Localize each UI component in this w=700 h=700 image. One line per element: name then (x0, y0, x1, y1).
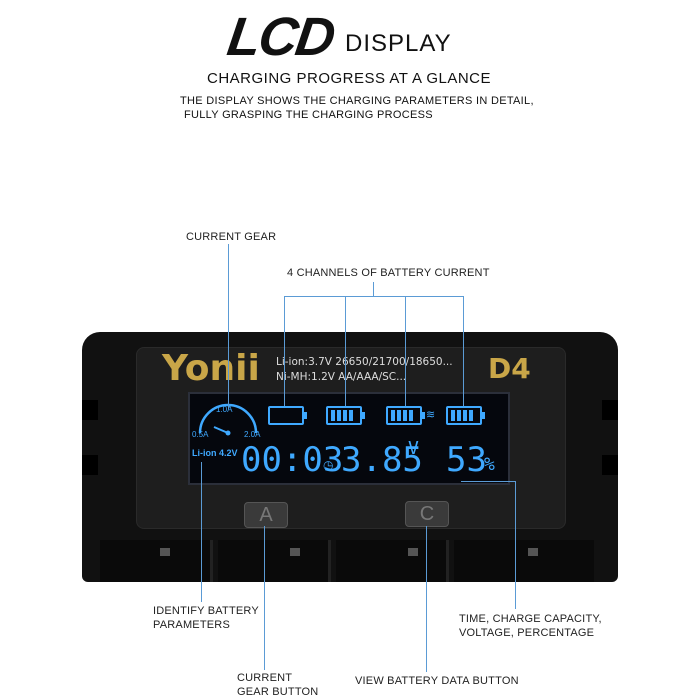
callout-line-channel-3 (405, 296, 406, 406)
callout-identify-line-1: IDENTIFY BATTERY (153, 605, 259, 617)
callout-line-current-gear (228, 244, 229, 409)
callout-line-time (515, 481, 516, 609)
callout-line-identify (201, 462, 202, 602)
gear-2a-label: 2.0A (244, 430, 261, 439)
callout-four-channels: 4 CHANNELS OF BATTERY CURRENT (287, 267, 490, 279)
slot-contact-2 (290, 548, 300, 556)
callout-line-time-bar (461, 481, 516, 482)
callout-line-channels-bar (284, 296, 463, 297)
display-word: DISPLAY (345, 30, 452, 57)
battery-type-label: Li-ion 4.2V (192, 448, 238, 458)
brand-logo: Yonii (162, 348, 260, 389)
callout-time-line-1: TIME, CHARGE CAPACITY, (459, 613, 602, 625)
gear-1a-label: 1.0A (216, 405, 233, 414)
callout-line-channel-2 (345, 296, 346, 406)
description-line-1: THE DISPLAY SHOWS THE CHARGING PARAMETER… (180, 95, 534, 107)
voltage-unit: V (408, 438, 419, 459)
spec-li-ion: Li-ion:3.7V 26650/21700/18650... (276, 356, 453, 368)
right-clip-upper (602, 400, 618, 420)
battery-slot-3 (336, 540, 449, 582)
channel-3-battery-icon (386, 406, 425, 425)
callout-line-channel-4 (463, 296, 464, 406)
slot-contact-1 (160, 548, 170, 556)
percent-unit: % (484, 454, 495, 475)
callout-line-gear-button (264, 526, 265, 670)
slot-contact-4 (528, 548, 538, 556)
channel-4-battery-icon (446, 406, 485, 425)
callout-view-button: VIEW BATTERY DATA BUTTON (355, 675, 519, 687)
callout-gear-button-line-2: GEAR BUTTON (237, 686, 319, 698)
callout-identify-line-2: PARAMETERS (153, 619, 230, 631)
channel-1-battery-icon (268, 406, 307, 425)
left-clip-upper (82, 400, 98, 420)
callout-gear-button-line-1: CURRENT (237, 672, 293, 684)
battery-slot-2 (218, 540, 331, 582)
gear-05a-label: 0.5A (192, 430, 209, 439)
charging-indicator-icon: ≋ (426, 409, 436, 421)
callout-line-channels-stem (373, 282, 374, 296)
callout-time-line-2: VOLTAGE, PERCENTAGE (459, 627, 595, 639)
clock-icon: ◷ (323, 458, 334, 472)
time-readout: 00:03 (241, 440, 344, 480)
voltage-readout: 3.85 (341, 440, 423, 480)
page-subtitle: CHARGING PROGRESS AT A GLANCE (207, 70, 492, 87)
model-label: D4 (488, 352, 531, 385)
view-battery-data-button[interactable]: C (405, 501, 449, 527)
callout-line-channel-1 (284, 296, 285, 406)
battery-slot-4 (454, 540, 594, 582)
description-line-2: FULLY GRASPING THE CHARGING PROCESS (184, 109, 433, 121)
battery-slot-1 (100, 540, 213, 582)
callout-line-view-button (426, 526, 427, 672)
callout-current-gear: CURRENT GEAR (186, 231, 277, 243)
left-clip-lower (82, 455, 98, 475)
current-gear-button[interactable]: A (244, 502, 288, 528)
right-clip-lower (602, 455, 618, 475)
slot-contact-3 (408, 548, 418, 556)
spec-ni-mh: Ni-MH:1.2V AA/AAA/SC... (276, 371, 407, 383)
channel-2-battery-icon (326, 406, 365, 425)
percent-readout: 53 (446, 440, 487, 480)
lcd-logo: LCD (223, 7, 338, 67)
